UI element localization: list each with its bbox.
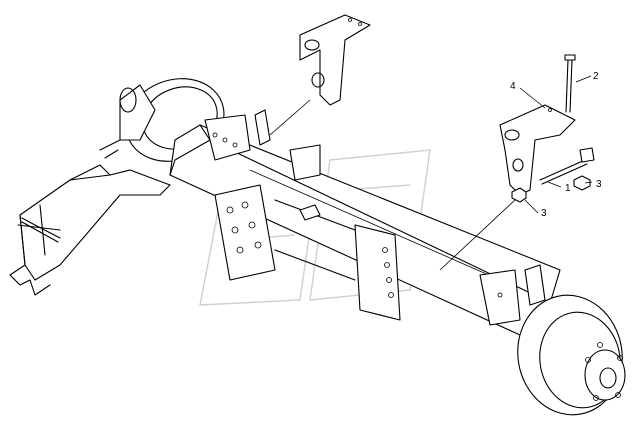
callout-leaders bbox=[519, 75, 593, 214]
drawbar-frame bbox=[9, 164, 171, 296]
bracket-item-4 bbox=[499, 104, 576, 196]
center-mount-plate bbox=[214, 144, 401, 321]
nut-item-3-left bbox=[439, 187, 527, 271]
left-spring-bracket bbox=[204, 109, 271, 161]
callout-2: 2 bbox=[593, 71, 599, 82]
callout-3-right: 3 bbox=[596, 179, 602, 190]
nut-item-3-right bbox=[573, 175, 591, 191]
callout-1: 1 bbox=[565, 183, 571, 194]
right-spring-bracket bbox=[479, 264, 546, 326]
callout-3-left: 3 bbox=[541, 208, 547, 219]
bolt-item-2 bbox=[564, 54, 576, 113]
floating-bracket-top bbox=[269, 14, 371, 136]
long-bolt-item-1 bbox=[539, 147, 595, 185]
callout-4: 4 bbox=[510, 81, 516, 92]
right-brake-drum bbox=[517, 294, 626, 416]
